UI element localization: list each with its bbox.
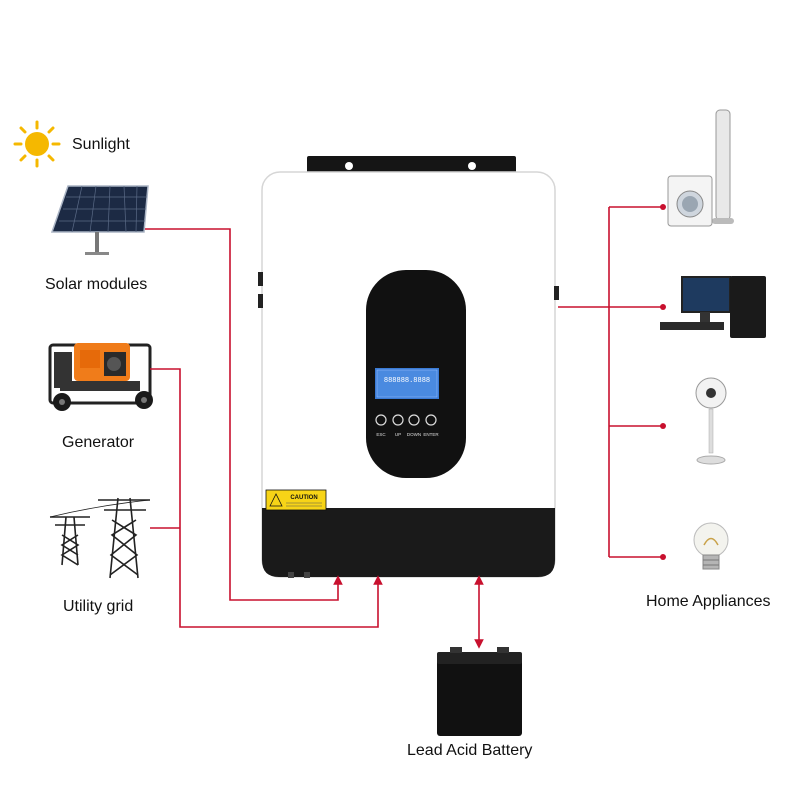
home-appliances-label: Home Appliances [646, 593, 771, 610]
bulb-wire-dot [660, 554, 666, 560]
sun-icon [13, 120, 61, 168]
inverter-button-label: UP [395, 432, 401, 437]
computer-icon [660, 276, 766, 338]
inverter: 888888.8888 CAUTION [258, 156, 559, 578]
solar-modules-label: Solar modules [45, 276, 148, 293]
generator-icon [48, 343, 153, 411]
generator-wire [150, 368, 383, 628]
inverter-button-label: ENTER [423, 432, 439, 437]
solar-panel-icon [50, 185, 149, 255]
caution-label: CAUTION [290, 495, 317, 501]
inverter-button-label: DOWN [407, 432, 421, 437]
power-tower-icon [49, 497, 151, 579]
washer-wire-dot [660, 204, 666, 210]
inverter-button-label: ESC [376, 432, 386, 437]
battery-icon [437, 647, 522, 736]
computer-wire-dot [660, 304, 666, 310]
fan-icon [712, 109, 734, 224]
desk-fan-wire-dot [660, 423, 666, 429]
generator-label: Generator [62, 434, 135, 451]
washing-machine-icon [667, 175, 713, 227]
lcd-display: 888888.8888 [384, 377, 430, 385]
lead-acid-battery-label: Lead Acid Battery [407, 742, 533, 759]
solar-to-inverter-wire [145, 228, 343, 601]
sunlight-label: Sunlight [72, 136, 130, 153]
desk-fan-icon [695, 377, 727, 465]
utility-grid-label: Utility grid [63, 598, 134, 615]
light-bulb-icon [693, 522, 729, 570]
wiring [145, 206, 662, 649]
